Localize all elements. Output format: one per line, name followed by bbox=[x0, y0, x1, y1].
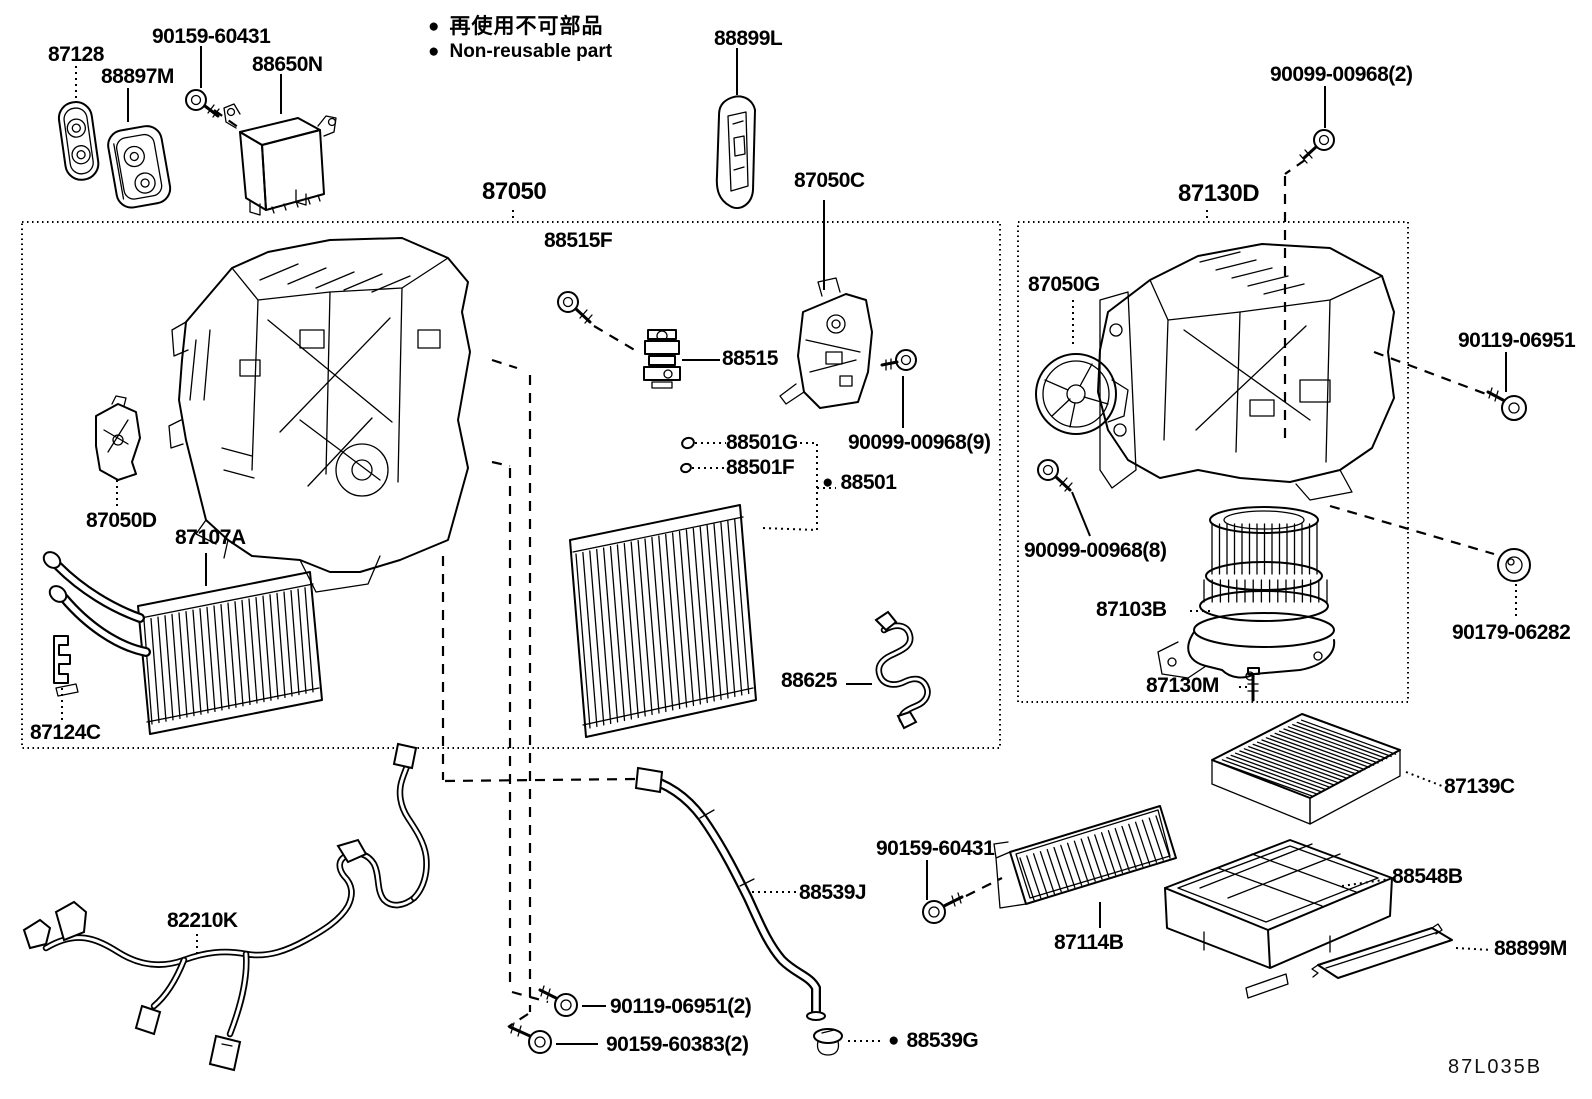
label-88539G: ● 88539G bbox=[888, 1029, 979, 1052]
blower-motor-87103B-drawing bbox=[1158, 507, 1334, 680]
label-88650N: 88650N bbox=[252, 53, 323, 76]
label-87124C: 87124C bbox=[30, 721, 101, 744]
grommet-88539G-drawing bbox=[814, 1029, 842, 1055]
label-90159-60431-top: 90159-60431 bbox=[152, 25, 271, 48]
blower-unit-box-border bbox=[1018, 222, 1408, 702]
label-90119-06951: 90119-06951 bbox=[1458, 329, 1576, 352]
screw-88515F-drawing bbox=[558, 292, 592, 323]
label-88899L: 88899L bbox=[714, 27, 783, 50]
label-88899M: 88899M bbox=[1494, 937, 1567, 960]
label-87050G: 87050G bbox=[1028, 273, 1100, 296]
label-90099-00968-2: 90099-00968(2) bbox=[1270, 63, 1413, 86]
gasket-87128-drawing bbox=[57, 100, 101, 182]
legend-non-reusable-jp: ● 再使用不可部品 bbox=[428, 16, 603, 37]
leader-lines bbox=[128, 46, 1506, 1044]
pad-88899L-drawing bbox=[717, 96, 755, 208]
label-88548B: 88548B bbox=[1392, 865, 1463, 888]
bolt-90119-06951-drawing bbox=[1488, 388, 1526, 420]
wire-harness-82210K-drawing bbox=[24, 744, 427, 1070]
screw-90099-00968-2-drawing bbox=[1300, 130, 1334, 163]
screw-90159-60431-top-drawing bbox=[186, 90, 219, 117]
dashed-connection-lines bbox=[214, 110, 1494, 1027]
label-87130D-assembly: 87130D bbox=[1178, 180, 1260, 207]
label-82210K: 82210K bbox=[167, 909, 238, 932]
legend-jp-text: 再使用不可部品 bbox=[449, 15, 604, 38]
label-88625: 88625 bbox=[781, 669, 837, 692]
label-88515F: 88515F bbox=[544, 229, 613, 252]
seal-88897M-drawing bbox=[106, 124, 173, 210]
label-87050C: 87050C bbox=[794, 169, 865, 192]
label-87139C: 87139C bbox=[1444, 775, 1515, 798]
label-87107A: 87107A bbox=[175, 526, 246, 549]
filter-case-88548B-drawing bbox=[1165, 840, 1392, 998]
label-90099-00968-9: 90099-00968(9) bbox=[848, 431, 991, 454]
dotted-leader-lines bbox=[62, 66, 1516, 1041]
screw-90159-60383-2-drawing bbox=[510, 1023, 551, 1053]
blower-housing-drawing bbox=[1098, 244, 1394, 500]
legend-non-reusable-en: ● Non-reusable part bbox=[428, 42, 612, 61]
label-87103B: 87103B bbox=[1096, 598, 1167, 621]
label-87114B: 87114B bbox=[1054, 931, 1124, 954]
fan-87050G-drawing bbox=[1036, 354, 1128, 434]
filter-87139C-drawing bbox=[1212, 714, 1400, 824]
servo-87050C-drawing bbox=[780, 278, 872, 408]
label-90159-60383-2: 90159-60383(2) bbox=[606, 1033, 749, 1056]
label-88501: ● 88501 bbox=[822, 471, 897, 494]
evaporator-88501-drawing bbox=[570, 505, 756, 737]
non-reusable-marker-icon: ● bbox=[888, 1030, 900, 1051]
pipe-clamp-87124C-drawing bbox=[54, 636, 78, 696]
label-90159-60431-bottom: 90159-60431 bbox=[876, 837, 995, 860]
label-87050-assembly: 87050 bbox=[482, 178, 547, 205]
non-reusable-marker-icon: ● bbox=[822, 472, 834, 493]
label-88501F: 88501F bbox=[726, 456, 795, 479]
oring-88501G-drawing bbox=[681, 436, 696, 450]
label-88501G: 88501G bbox=[726, 431, 798, 454]
nut-90179-06282-drawing bbox=[1498, 549, 1530, 581]
oring-88501F-drawing bbox=[680, 463, 692, 474]
expansion-valve-88515-drawing bbox=[644, 330, 680, 388]
screw-87130M-drawing bbox=[1248, 668, 1259, 700]
non-reusable-marker-icon: ● bbox=[428, 16, 440, 37]
drain-hose-88539J-drawing bbox=[636, 768, 825, 1020]
screw-90119-06951-2-drawing bbox=[540, 986, 577, 1016]
label-90099-00968-8: 90099-00968(8) bbox=[1024, 539, 1167, 562]
servo-87050D-drawing bbox=[96, 396, 140, 480]
label-88897M: 88897M bbox=[101, 65, 174, 88]
label-88515: 88515 bbox=[722, 347, 778, 370]
non-reusable-marker-icon: ● bbox=[428, 41, 440, 62]
cover-plate-88899M-drawing bbox=[1312, 924, 1452, 978]
screw-90159-60431-bottom-drawing bbox=[923, 893, 962, 923]
label-90179-06282: 90179-06282 bbox=[1452, 621, 1571, 644]
element-87114B-drawing bbox=[994, 806, 1176, 908]
heater-core-87107A-drawing bbox=[41, 549, 322, 734]
label-90119-06951-2: 90119-06951(2) bbox=[610, 995, 752, 1018]
screw-90099-00968-9-drawing bbox=[882, 350, 916, 370]
screw-90099-00968-8-drawing bbox=[1038, 460, 1072, 491]
legend-en-text: Non-reusable part bbox=[449, 41, 613, 62]
hvac-unit-drawing bbox=[169, 238, 470, 592]
label-87128: 87128 bbox=[48, 43, 104, 66]
label-87130M: 87130M bbox=[1146, 674, 1219, 697]
amplifier-88650N-drawing bbox=[224, 104, 336, 215]
label-87050D: 87050D bbox=[86, 509, 157, 532]
thermistor-88625-drawing bbox=[876, 612, 928, 728]
diagram-code: 87L035B bbox=[1448, 1056, 1543, 1078]
hvac-unit-box-border bbox=[22, 222, 1000, 748]
label-88539J: 88539J bbox=[799, 881, 867, 904]
